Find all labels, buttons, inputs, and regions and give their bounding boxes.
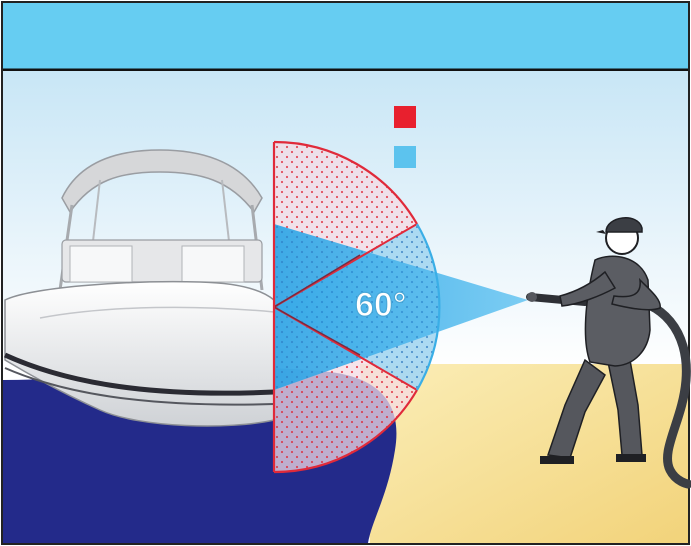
legend-swatch-blue <box>394 146 416 168</box>
angle-label: 60° <box>355 286 406 324</box>
top-band <box>3 3 688 69</box>
legend-swatch-red <box>394 106 416 128</box>
